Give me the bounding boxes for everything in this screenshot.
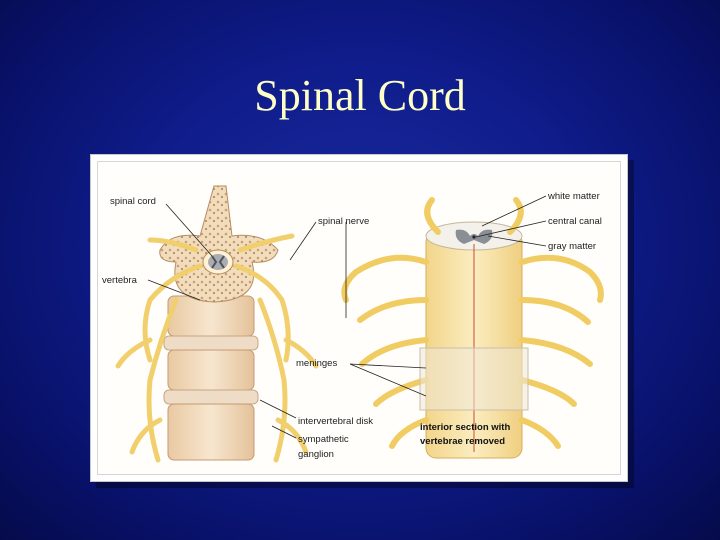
meninges-sheath (420, 348, 528, 410)
vertebra-body-lower (168, 404, 254, 460)
label-meninges: meninges (296, 358, 337, 369)
label-ganglion: ganglion (298, 449, 334, 460)
label-interior-section: interior section with (420, 422, 510, 433)
label-vertebra: vertebra (102, 275, 138, 286)
intervertebral-disk-2 (164, 390, 258, 404)
intervertebral-disk-1 (164, 336, 258, 350)
label-intervertebral-disk: intervertebral disk (298, 416, 373, 427)
vertebra-body-middle (168, 350, 254, 390)
central-canal-dot (472, 235, 475, 238)
cord-section-left (208, 254, 228, 270)
label-central-canal: central canal (548, 216, 602, 227)
vertebral-column (118, 186, 316, 460)
interior-section (344, 200, 601, 458)
label-spinal-cord: spinal cord (110, 196, 156, 207)
label-gray-matter: gray matter (548, 241, 596, 252)
label-spinal-nerve: spinal nerve (318, 216, 369, 227)
label-vertebrae-removed: vertebrae removed (420, 436, 505, 447)
label-sympathetic: sympathetic (298, 434, 349, 445)
label-white-matter: white matter (547, 191, 600, 202)
